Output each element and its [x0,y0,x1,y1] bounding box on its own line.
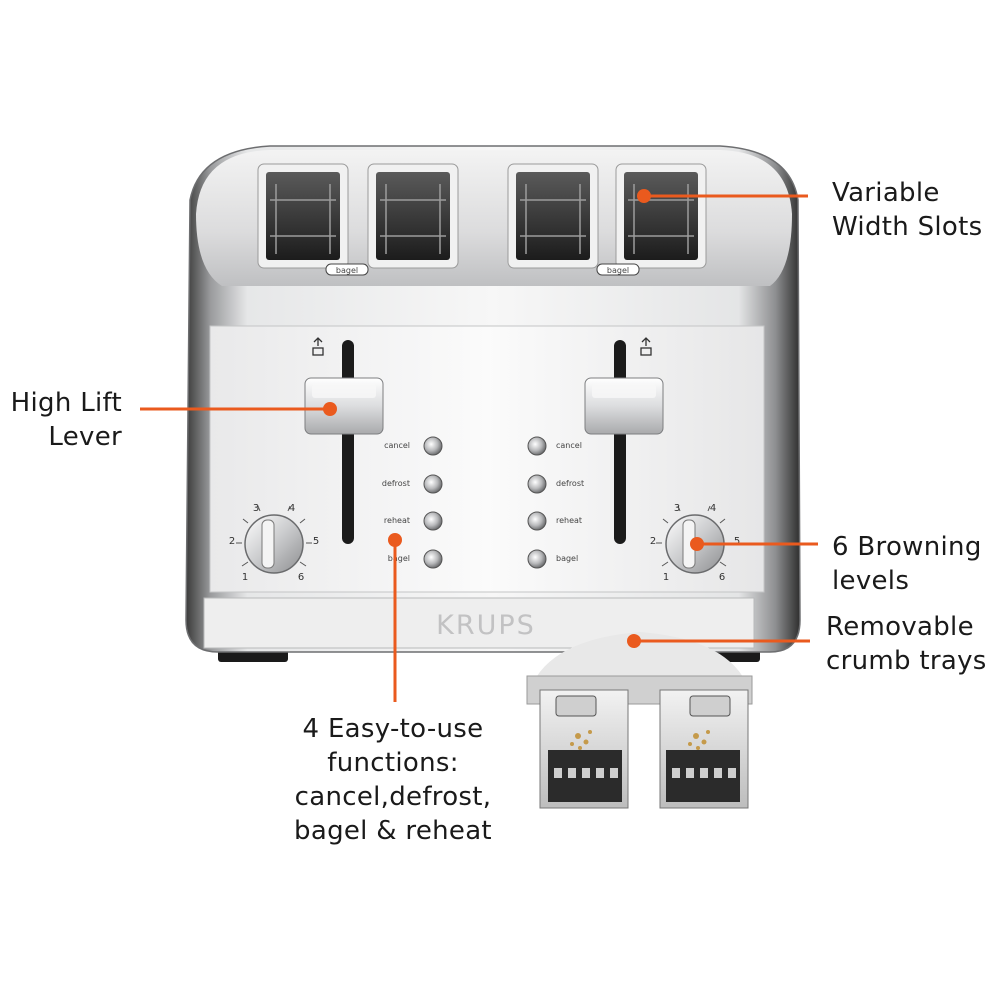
button-label-bagel-right: bagel [556,554,578,563]
callout-line: Lever [48,422,122,452]
callout-functions: 4 Easy-to-use functions: cancel,defrost,… [262,712,524,848]
callout-line: Width Slots [832,212,983,242]
dial-number-5-right: 5 [734,536,740,547]
button-label-reheat-left: reheat [384,516,410,525]
dial-number-4-left: 4 [289,503,295,514]
slot-label-bagel-right: bagel [607,266,629,275]
callout-line: 6 Browning [832,532,982,562]
slot-label-bagel-left: bagel [336,266,358,275]
pointer-dot-browning [690,537,704,551]
callout-browning-levels: 6 Browning levels [832,530,982,598]
reheat-button-right[interactable] [527,511,547,531]
dial-number-5-left: 5 [313,536,319,547]
function-buttons-right: cancel defrost reheat bagel [527,436,584,569]
lift-arrow-icon [640,337,652,356]
callout-line: Variable [832,178,940,208]
crumb-tray-inset [526,632,753,809]
bagel-button-left[interactable] [423,549,443,569]
callout-line: crumb trays [826,646,987,676]
dial-number-6-left: 6 [298,572,304,583]
lever-track-left [342,340,354,544]
dial-number-6-right: 6 [719,572,725,583]
button-label-reheat-right: reheat [556,516,582,525]
defrost-button-right[interactable] [527,474,547,494]
pointer-dot-crumb [627,634,641,648]
brand-logo: KRUPS [436,610,536,641]
button-label-cancel-right: cancel [556,441,582,450]
lift-lever-right[interactable] [584,377,664,435]
callout-variable-width-slots: Variable Width Slots [832,176,982,244]
button-label-cancel-left: cancel [384,441,410,450]
button-label-defrost-left: defrost [382,479,410,488]
toaster: bagel bagel cancel defrost [185,145,801,662]
button-label-defrost-right: defrost [556,479,584,488]
callout-high-lift-lever: High Lift Lever [4,386,122,454]
lift-lever-left[interactable] [304,377,384,435]
reheat-button-left[interactable] [423,511,443,531]
pointer-dot-lever [323,402,337,416]
dial-number-2-right: 2 [650,536,656,547]
callout-line: levels [832,566,910,596]
dial-number-1-left: 1 [242,572,248,583]
callout-line: High Lift [10,388,122,418]
callout-line: Removable [826,612,974,642]
bread-slots [257,163,707,269]
dial-number-3-right: 3 [674,503,680,514]
callout-line: functions: [327,748,459,778]
browning-dial-left: 1 2 3 4 5 6 [229,503,319,583]
callout-line: 4 Easy-to-use [302,714,484,744]
button-label-bagel-left: bagel [388,554,410,563]
lever-track-right [614,340,626,544]
function-buttons-left: cancel defrost reheat bagel [382,436,443,569]
cancel-button-left[interactable] [423,436,443,456]
dial-number-4-right: 4 [710,503,716,514]
dial-number-2-left: 2 [229,536,235,547]
callout-line: bagel & reheat [294,816,492,846]
bagel-button-right[interactable] [527,549,547,569]
callout-pointers [140,189,818,702]
callout-crumb-trays: Removable crumb trays [826,610,987,678]
cancel-button-right[interactable] [527,436,547,456]
defrost-button-left[interactable] [423,474,443,494]
pointer-dot-functions [388,533,402,547]
dial-number-1-right: 1 [663,572,669,583]
dial-number-3-left: 3 [253,503,259,514]
lift-arrow-icon [312,337,324,356]
callout-line: cancel,defrost, [294,782,492,812]
pointer-dot-slots [637,189,651,203]
